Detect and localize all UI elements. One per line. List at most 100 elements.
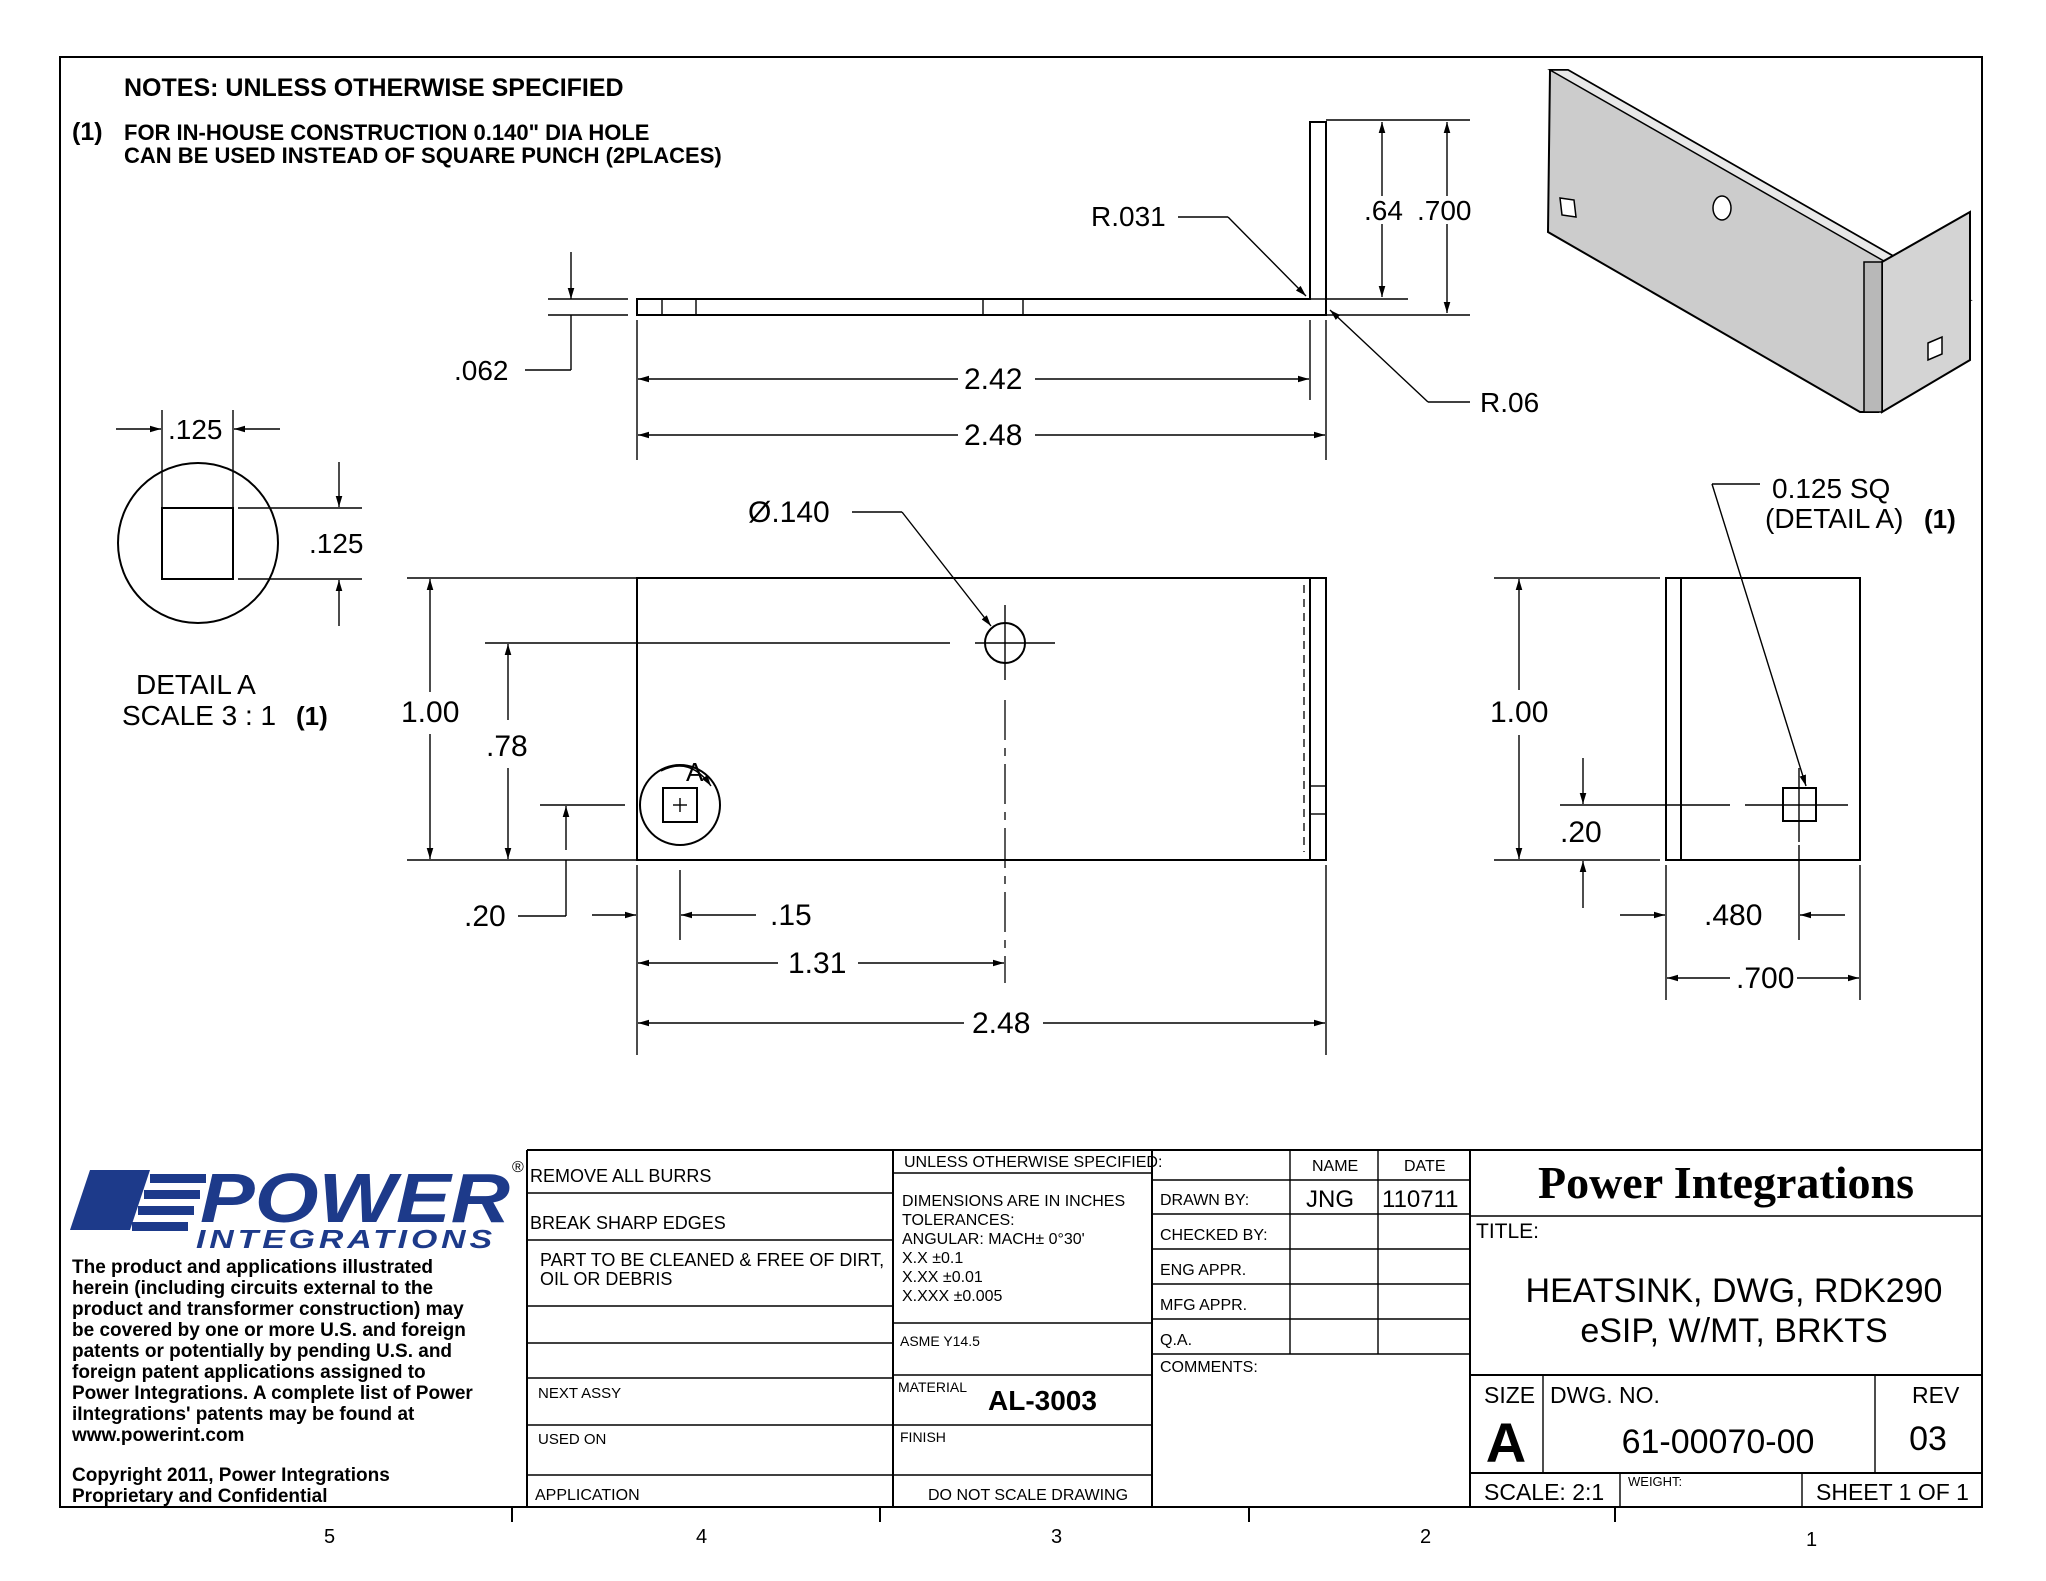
detail-scale: SCALE 3 : 1 [122, 700, 276, 731]
title-block [526, 1149, 1982, 1507]
dim-width-131: 1.31 [788, 947, 846, 980]
dim-hole-diameter: Ø.140 [748, 496, 830, 529]
logo-registered-mark: ® [512, 1159, 524, 1176]
patent-line-4: be covered by one or more U.S. and forei… [72, 1320, 466, 1341]
detail-a: .125 .125 DETAIL A SCALE 3 : 1 (1) [116, 410, 364, 731]
end-dim-height-100: 1.00 [1490, 696, 1548, 729]
detail-callout-letter: A [686, 757, 704, 787]
patent-line-6: foreign patent applications assigned to [72, 1362, 426, 1383]
size-value: A [1486, 1411, 1526, 1474]
drawn-by-date: 110711 [1382, 1186, 1459, 1213]
drawing-title-line1: HEATSINK, DWG, RDK290 [1526, 1272, 1943, 1310]
power-integrations-logo: POWER INTEGRATIONS ® [70, 1159, 524, 1254]
zone-3: 3 [1051, 1526, 1062, 1548]
patent-line-7: Power Integrations. A complete list of P… [72, 1383, 473, 1404]
patent-line-5: patents or potentially by pending U.S. a… [72, 1341, 452, 1362]
label-drawn-by: DRAWN BY: [1160, 1192, 1249, 1209]
end-dim-height-020: .20 [1560, 816, 1602, 849]
dim-height-020: .20 [464, 900, 506, 933]
dim-width-248: 2.48 [972, 1007, 1030, 1040]
size-label: SIZE [1484, 1382, 1535, 1408]
copyright-line-1: Copyright 2011, Power Integrations [72, 1465, 390, 1486]
tolerance-line-1: DIMENSIONS ARE IN INCHES [902, 1193, 1125, 1210]
end-sq-line2: (DETAIL A) [1765, 503, 1903, 534]
do-not-scale: DO NOT SCALE DRAWING [928, 1487, 1128, 1504]
notes-heading: NOTES: UNLESS OTHERWISE SPECIFIED [124, 74, 624, 102]
end-view: 0.125 SQ (DETAIL A) (1) 1.00 .20 .480 .7… [1490, 473, 1956, 1000]
patent-line-1: The product and applications illustrated [72, 1257, 433, 1278]
label-used-on: USED ON [538, 1431, 606, 1448]
dim-height-078: .78 [486, 730, 528, 763]
logo-word-integrations: INTEGRATIONS [196, 1224, 496, 1254]
tolerance-line-3: ANGULAR: MACH± 0°30' [902, 1231, 1085, 1248]
tolerance-line-5: X.XX ±0.01 [902, 1269, 983, 1286]
finish-label: FINISH [900, 1429, 946, 1445]
patent-line-2: herein (including circuits external to t… [72, 1278, 433, 1299]
end-sq-ref: (1) [1924, 504, 1956, 534]
sheet-border [59, 56, 1983, 1508]
label-application: APPLICATION [535, 1487, 640, 1504]
zone-1: 1 [1806, 1529, 1817, 1551]
rev-value: 03 [1909, 1420, 1947, 1458]
dim-detail-width: .125 [168, 414, 223, 445]
dim-0700: .700 [1417, 195, 1472, 226]
notes-item-line1: FOR IN-HOUSE CONSTRUCTION 0.140" DIA HOL… [124, 120, 649, 145]
dim-242: 2.42 [964, 363, 1022, 396]
isometric-view [1546, 69, 1973, 414]
dim-detail-height: .125 [309, 528, 364, 559]
rev-label: REV [1912, 1382, 1960, 1408]
label-eng-appr: ENG APPR. [1160, 1262, 1246, 1279]
patent-line-9: www.powerint.com [71, 1425, 244, 1446]
unless-specified: UNLESS OTHERWISE SPECIFIED: [904, 1154, 1162, 1171]
drawing-title-line2: eSIP, W/MT, BRKTS [1580, 1312, 1887, 1350]
label-comments: COMMENTS: [1160, 1359, 1258, 1376]
label-mfg-appr: MFG APPR. [1160, 1297, 1247, 1314]
label-qa: Q.A. [1160, 1332, 1192, 1349]
dim-248-top: 2.48 [964, 419, 1022, 452]
zone-2: 2 [1420, 1526, 1431, 1548]
end-dim-width-480: .480 [1704, 899, 1762, 932]
notes-item-line2: CAN BE USED INSTEAD OF SQUARE PUNCH (2PL… [124, 143, 722, 168]
sheet-value: SHEET 1 OF 1 [1816, 1479, 1969, 1505]
title-label: TITLE: [1476, 1220, 1539, 1243]
tolerance-line-6: X.XXX ±0.005 [902, 1288, 1003, 1305]
dwg-no-label: DWG. NO. [1550, 1382, 1660, 1408]
tolerance-line-4: X.X ±0.1 [902, 1250, 963, 1267]
patent-line-8: iIntegrations' patents may be found at [72, 1404, 415, 1425]
note-remove-burrs: REMOVE ALL BURRS [530, 1166, 711, 1186]
note-break-edges: BREAK SHARP EDGES [530, 1213, 726, 1233]
zone-markers: 5 4 3 2 1 [324, 1507, 1817, 1551]
note-clean-line2: OIL OR DEBRIS [540, 1269, 672, 1289]
patent-notice: The product and applications illustrated… [71, 1257, 473, 1507]
drawn-by-name: JNG [1306, 1186, 1354, 1213]
weight-label: WEIGHT: [1628, 1474, 1682, 1489]
scale-value: SCALE: 2:1 [1484, 1479, 1604, 1505]
dim-r031: R.031 [1091, 201, 1166, 232]
dwg-no-value: 61-00070-00 [1622, 1423, 1815, 1461]
patent-line-3: product and transformer construction) ma… [72, 1299, 464, 1320]
dim-thickness-062: .062 [454, 355, 509, 386]
dim-width-015: .15 [770, 899, 812, 932]
label-checked-by: CHECKED BY: [1160, 1227, 1268, 1244]
dim-height-100: 1.00 [401, 696, 459, 729]
dim-064: .64 [1364, 195, 1403, 226]
dim-r06: R.06 [1480, 387, 1539, 418]
header-name: NAME [1312, 1158, 1358, 1175]
material-value: AL-3003 [988, 1385, 1097, 1416]
tolerance-line-2: TOLERANCES: [902, 1212, 1015, 1229]
detail-ref: (1) [296, 701, 328, 731]
material-label: MATERIAL [898, 1379, 967, 1395]
asme-standard: ASME Y14.5 [900, 1333, 980, 1349]
end-sq-line1: 0.125 SQ [1772, 473, 1890, 504]
company-name: Power Integrations [1538, 1157, 1914, 1208]
zone-5: 5 [324, 1526, 335, 1548]
front-view: Ø.140 A 1.00 .78 .20 .15 1.31 [401, 496, 1327, 1055]
zone-4: 4 [696, 1526, 707, 1548]
copyright-line-2: Proprietary and Confidential [72, 1486, 327, 1507]
label-next-assy: NEXT ASSY [538, 1385, 621, 1402]
detail-title: DETAIL A [136, 669, 256, 700]
note-clean-line1: PART TO BE CLEANED & FREE OF DIRT, [540, 1250, 884, 1270]
end-dim-width-700: .700 [1736, 962, 1794, 995]
logo-word-power: POWER [200, 1159, 511, 1237]
